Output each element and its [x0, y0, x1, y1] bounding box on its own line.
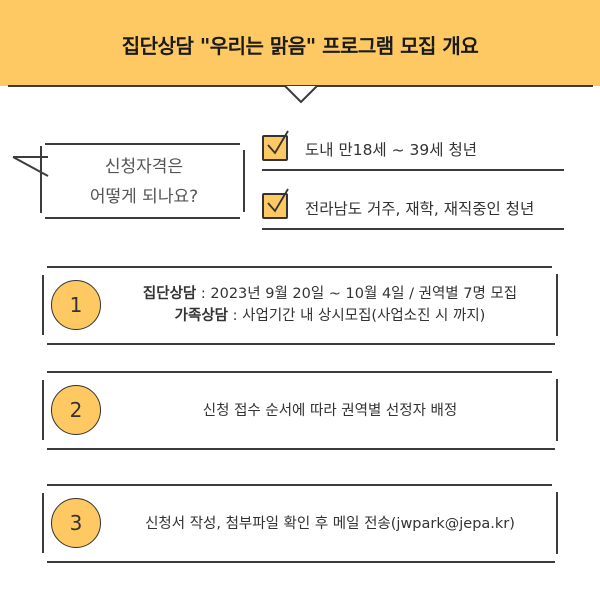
step-label-group: 집단상담 — [142, 286, 197, 302]
step-top-border — [47, 484, 552, 486]
step-left-border — [42, 493, 44, 553]
step-top-border — [47, 371, 552, 373]
criteria-label: 전라남도 거주, 재학, 재직중인 청년 — [305, 200, 535, 218]
header-pointer-icon — [284, 85, 318, 104]
bubble-left-border — [40, 146, 42, 213]
step-description: 신청 접수 순서에 따라 권역별 선정자 배정 — [110, 400, 550, 422]
bubble-tail-icon — [12, 156, 49, 177]
bubble-right-border — [243, 150, 245, 212]
step-description: 집단상담 : 2023년 9월 20일 ~ 10월 4일 / 권역별 7명 모집… — [110, 283, 550, 327]
step-bottom-border — [47, 343, 555, 345]
step-right-border — [556, 379, 558, 441]
step-number-badge: 3 — [51, 498, 101, 548]
question-line-1: 신청자격은 — [104, 157, 184, 177]
step-left-border — [42, 275, 44, 335]
question-line-2: 어떻게 되나요? — [89, 187, 199, 207]
header-banner — [0, 0, 600, 86]
criteria-divider — [262, 228, 564, 230]
step-detail: 신청 접수 순서에 따라 권역별 선정자 배정 — [202, 403, 458, 419]
step-number-badge: 1 — [51, 280, 101, 330]
step-top-border — [47, 266, 552, 268]
bubble-bottom-border — [45, 217, 240, 219]
checkbox-checked-icon — [262, 130, 289, 161]
step-right-border — [556, 274, 558, 336]
criteria-label: 도내 만18세 ~ 39세 청년 — [305, 141, 477, 159]
step-right-border — [556, 492, 558, 554]
step-detail-group: : 2023년 9월 20일 ~ 10월 4일 / 권역별 7명 모집 — [196, 286, 518, 302]
step-label-family: 가족상담 — [174, 308, 229, 324]
step-number-badge: 2 — [51, 385, 101, 435]
page-title: 집단상담 "우리는 맑음" 프로그램 모집 개요 — [121, 34, 479, 58]
checkbox-checked-icon — [262, 188, 289, 219]
step-bottom-border — [47, 448, 555, 450]
bubble-top-border — [45, 143, 240, 145]
step-description: 신청서 작성, 첨부파일 확인 후 메일 전송(jwpark@jepa.kr) — [110, 513, 550, 535]
step-left-border — [42, 380, 44, 440]
step-detail-family: : 사업기간 내 상시모집(사업소진 시 까지) — [228, 308, 486, 324]
criteria-divider — [262, 169, 564, 171]
step-detail: 신청서 작성, 첨부파일 확인 후 메일 전송(jwpark@jepa.kr) — [145, 516, 515, 532]
question-text: 신청자격은 어떻게 되나요? — [48, 152, 240, 212]
step-bottom-border — [47, 561, 555, 563]
